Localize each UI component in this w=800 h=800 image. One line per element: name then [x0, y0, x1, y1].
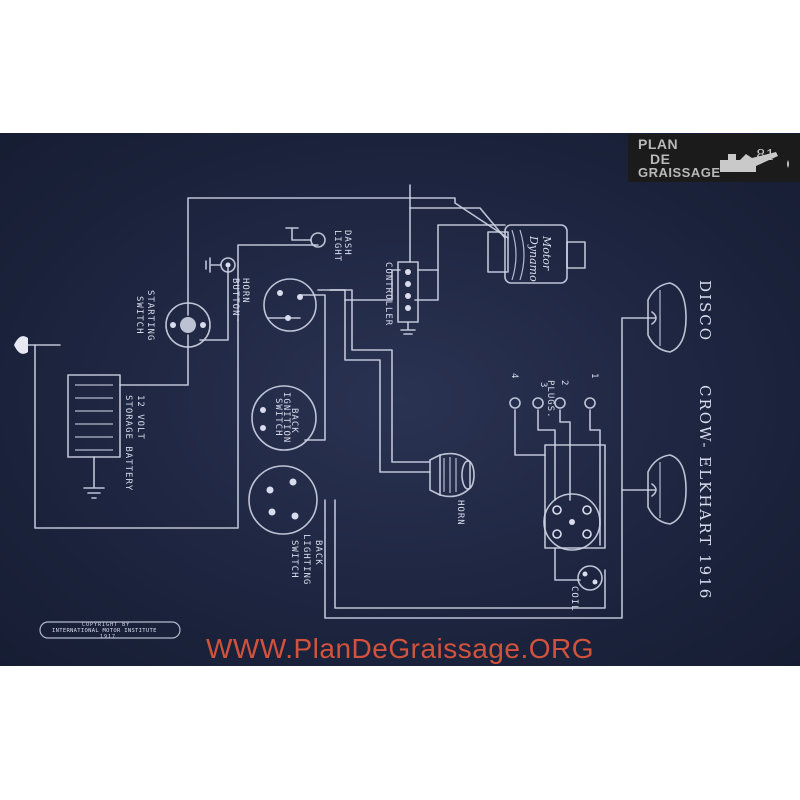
wire-battery-starter — [119, 334, 189, 386]
label-coil: COIL — [569, 586, 579, 612]
headlamp-upper-icon — [647, 282, 687, 353]
label-lighting-2: LIGHTING — [301, 534, 311, 585]
wire-ign-top — [267, 294, 326, 441]
coil-icon — [577, 565, 603, 591]
wire-horn-controller — [344, 269, 401, 301]
title-make: DISCO — [696, 280, 714, 342]
motor-dynamo-icon — [487, 224, 586, 284]
label-ignition-2: IGNITION — [281, 392, 291, 443]
watermark: WWW.PlanDeGraissage.ORG — [205, 633, 595, 664]
spark-plugs-icon — [509, 397, 596, 409]
oil-can-icon — [720, 152, 789, 172]
label-dash-1: DASH — [342, 230, 352, 256]
label-motor: Motor — [540, 235, 553, 271]
blueprint-background — [0, 133, 800, 666]
copyright-plate — [39, 621, 181, 639]
upper-switch-icon — [263, 278, 317, 332]
label-horn-button-2: BUTTON — [230, 278, 240, 317]
label-plug-2: 2 — [559, 380, 569, 386]
horn-button-icon — [205, 257, 236, 273]
label-ignition-3: SWITCH — [273, 398, 283, 437]
label-plugs: PLUGS. — [545, 380, 555, 419]
wire-coil — [554, 547, 581, 581]
headlamp-lower-icon — [647, 454, 687, 525]
dash-light-icon — [285, 227, 326, 248]
lighting-switch-icon — [248, 465, 318, 535]
label-battery-2: STORAGE BATTERY — [123, 395, 133, 491]
ignition-switch-icon — [251, 385, 317, 451]
wire-top-bus-2 — [409, 184, 506, 239]
wire-left-loop — [34, 319, 239, 529]
copyright-line-1: COPYRIGHT BY — [82, 622, 130, 628]
label-lighting-3: SWITCH — [289, 540, 299, 579]
label-starting-1: STARTING — [145, 290, 155, 341]
wire-to-horn-1 — [317, 289, 431, 473]
label-dash-2: LIGHT — [332, 230, 342, 262]
components — [14, 224, 687, 639]
title-model: CROW- ELKHART 1916 — [696, 385, 714, 600]
label-plug-1: 1 — [589, 373, 599, 379]
horn-icon — [429, 452, 475, 498]
wire-bottom-loop-2 — [334, 499, 606, 609]
wire-dash-light — [237, 244, 319, 321]
plan-de-graissage-logo: PLAN DE GRAISSAGE 81 — [628, 134, 800, 182]
logo-line-3: GRAISSAGE — [638, 165, 721, 180]
label-horn: HORN — [455, 500, 465, 526]
copyright-line-3: 1917 — [100, 634, 116, 640]
wires — [34, 184, 649, 619]
logo-line-1: PLAN — [638, 136, 679, 152]
wire-plugs — [514, 409, 601, 546]
label-starting-2: SWITCH — [134, 296, 144, 335]
label-lighting-1: BACK — [313, 540, 323, 566]
labels: STARTING SWITCH 12 VOLT STORAGE BATTERY … — [52, 230, 714, 640]
distributor-icon — [543, 493, 601, 551]
label-plug-3: 3 — [538, 382, 548, 388]
copyright-line-2: INTERNATIONAL MOTOR INSTITUTE — [52, 628, 157, 634]
wire-top-bus — [187, 197, 509, 316]
label-dynamo: Dynamo — [527, 235, 540, 282]
wire-dynamo-controller — [437, 224, 506, 271]
logo-line-2: DE — [650, 151, 671, 167]
label-plug-4: 4 — [509, 373, 519, 379]
storage-battery-icon — [67, 374, 121, 499]
starting-switch-icon — [165, 302, 211, 348]
wire-to-horn-2 — [329, 289, 431, 463]
label-battery-1: 12 VOLT — [135, 395, 145, 440]
wire-controller-right — [414, 269, 439, 301]
logo-page-number: 81 — [756, 146, 776, 164]
horn-left-icon — [14, 336, 61, 354]
label-ignition-1: BACK — [289, 408, 299, 434]
label-horn-button-1: HORN — [240, 278, 250, 304]
label-controller: CONTROLLER — [383, 262, 393, 326]
wire-horn-button — [199, 267, 229, 341]
wire-bottom-loop — [324, 317, 649, 619]
controller-icon — [397, 261, 419, 335]
